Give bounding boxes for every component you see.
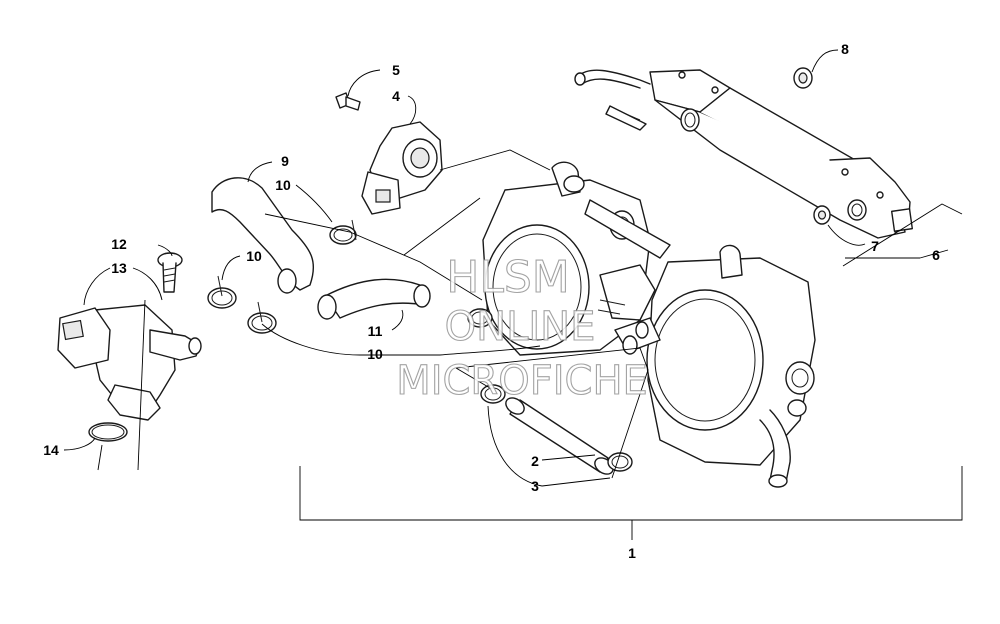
callout-14[interactable]: 14: [43, 442, 59, 458]
callouts: 1 2 3 4 5 6 7 8 9 10 10 10 11 12 13 14: [43, 41, 940, 561]
callout-1[interactable]: 1: [628, 545, 636, 561]
hose-part-9: [211, 177, 315, 294]
clamp-part-10-upper: [329, 219, 357, 245]
clamp-part-3-upper: [480, 384, 506, 404]
callout-6[interactable]: 6: [932, 247, 940, 263]
callout-7[interactable]: 7: [871, 238, 879, 254]
callout-8[interactable]: 8: [841, 41, 849, 57]
hose-part-2: [505, 397, 614, 475]
clamp-part-10-right: [467, 308, 493, 328]
callout-9[interactable]: 9: [281, 153, 289, 169]
clamp-part-3-lower: [607, 452, 633, 472]
washer-part-7: [813, 205, 831, 225]
callout-12[interactable]: 12: [111, 236, 127, 252]
watermark: HLSM ONLINE MICROFICHE: [396, 251, 649, 404]
fuel-rail: [574, 69, 914, 239]
callout-10-upper[interactable]: 10: [275, 177, 291, 193]
watermark-line-3: MICROFICHE: [396, 358, 648, 404]
clamp-part-10-middle: [207, 275, 237, 309]
throttle-position-sensor: [361, 121, 443, 215]
screw-part-12: [157, 252, 183, 293]
watermark-line-1: HLSM: [446, 252, 570, 303]
callout-10-lower[interactable]: 10: [367, 346, 383, 362]
clamp-part-10-lower: [247, 301, 277, 334]
watermark-line-2: ONLINE: [445, 304, 596, 350]
leader-lines: [63, 49, 963, 540]
callout-4[interactable]: 4: [392, 88, 400, 104]
o-ring-part-14: [88, 422, 128, 442]
throttle-body-assembly: [482, 161, 816, 488]
screw-part-5: [335, 92, 361, 111]
idle-air-control-valve: [57, 304, 202, 421]
callout-5[interactable]: 5: [392, 62, 400, 78]
callout-3[interactable]: 3: [531, 478, 539, 494]
callout-2[interactable]: 2: [531, 453, 539, 469]
hose-part-11: [317, 278, 431, 320]
callout-10-middle[interactable]: 10: [246, 248, 262, 264]
callout-11[interactable]: 11: [368, 323, 383, 339]
washer-part-8: [793, 67, 813, 89]
callout-13[interactable]: 13: [111, 260, 127, 276]
